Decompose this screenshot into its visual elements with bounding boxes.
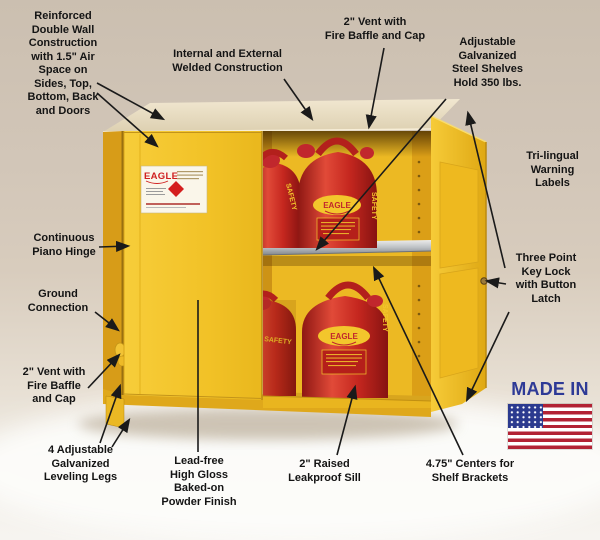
- callout-vent-top: 2" Vent with Fire Baffle and Cap: [324, 16, 426, 42]
- flag-canton: [508, 404, 543, 429]
- callout-arrows: [87, 47, 510, 456]
- arrow-welded: [283, 78, 314, 121]
- hazard-diamond-icon: [168, 181, 184, 197]
- cabinet-interior: SAFETY EAGLE SAFETY: [263, 131, 431, 408]
- svg-text:EAGLE: EAGLE: [330, 332, 358, 341]
- arrow-reinforced-door: [96, 92, 159, 148]
- cabinet-shadow: [78, 408, 458, 440]
- safety-can: EAGLE SAFETY: [302, 281, 388, 398]
- door-warning-label: EAGLE: [140, 165, 208, 214]
- arrow-sill: [336, 384, 358, 456]
- left-door: EAGLE: [123, 131, 263, 400]
- door-recess-panel: [439, 267, 479, 379]
- callout-hinge: Continuous Piano Hinge: [32, 232, 96, 258]
- svg-text:SAFETY: SAFETY: [264, 336, 293, 346]
- key-lock-button: [480, 277, 488, 285]
- piano-hinge: [121, 131, 124, 395]
- safety-can: EAGLE SAFETY: [297, 137, 377, 248]
- svg-text:EAGLE: EAGLE: [144, 171, 178, 182]
- safety-can: SAFETY: [263, 290, 296, 396]
- callout-centers: 4.75" Centers for Shelf Brackets: [425, 458, 515, 484]
- svg-text:SAFETY: SAFETY: [381, 304, 388, 332]
- callout-finish: Lead-free High Gloss Baked-on Powder Fin…: [161, 455, 237, 508]
- door-recess-panel: [439, 161, 479, 269]
- callout-welded: Internal and External Welded Constructio…: [172, 48, 283, 74]
- eagle-wings-icon: [145, 180, 169, 184]
- arrow-lock-bottom: [465, 311, 510, 403]
- arrow-reinforced-top: [96, 82, 166, 121]
- callout-sill: 2" Raised Leakproof Sill: [288, 458, 361, 484]
- cabinet-body: SAFETY EAGLE SAFETY: [102, 99, 488, 429]
- svg-text:EAGLE: EAGLE: [323, 201, 351, 210]
- arrow-vent-left: [87, 353, 121, 389]
- arrow-vent-top: [365, 47, 385, 130]
- callout-vent-left: 2" Vent with Fire Baffle and Cap: [22, 366, 86, 405]
- svg-text:SAFETY: SAFETY: [370, 192, 377, 220]
- shelf-bracket-holes: [417, 160, 421, 358]
- arrow-shelves: [315, 98, 447, 251]
- arrow-legs-1: [99, 383, 122, 444]
- arrow-lock-mid: [484, 277, 507, 289]
- callout-shelves: Adjustable Galvanized Steel Shelves Hold…: [452, 36, 523, 89]
- safety-can: SAFETY: [263, 149, 301, 248]
- arrow-centers: [372, 265, 464, 456]
- callout-lock: Three Point Key Lock with Button Latch: [515, 252, 577, 305]
- right-door: [430, 115, 488, 412]
- arrow-ground: [94, 311, 120, 332]
- leakproof-sill: [263, 396, 431, 408]
- callout-legs: 4 Adjustable Galvanized Leveling Legs: [43, 444, 118, 483]
- arrow-hinge: [98, 240, 131, 253]
- arrow-legs-2: [111, 417, 131, 448]
- callout-ground: Ground Connection: [27, 288, 89, 314]
- callout-reinforced: Reinforced Double Wall Construction with…: [27, 10, 99, 117]
- made-in-text: MADE IN: [511, 379, 589, 399]
- callout-trilingual: Tri-lingual Warning Labels: [526, 150, 579, 189]
- arrow-lock-top: [465, 110, 506, 269]
- usa-flag-icon: [507, 403, 593, 450]
